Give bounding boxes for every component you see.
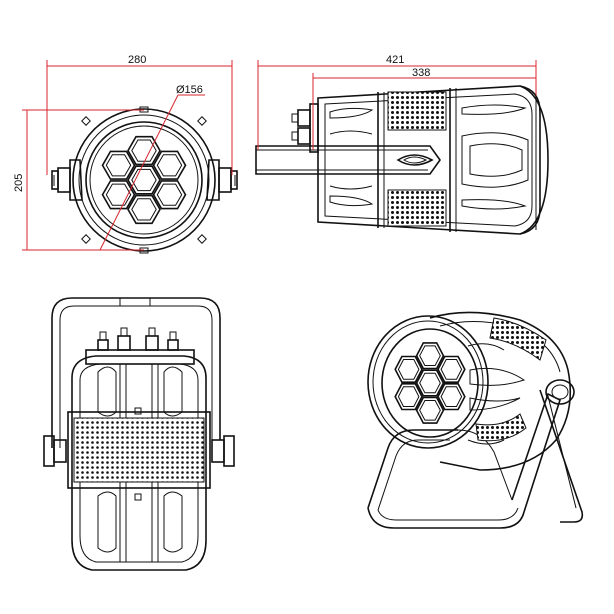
iso-lens-inner-2 [419,400,441,421]
front-lens-inner-2 [131,198,157,221]
front-lens-3 [101,180,136,210]
front-dimensions [22,60,233,251]
height-label: 205 [13,174,25,192]
front-lens-inner-1 [156,183,183,206]
side-dimensions [257,60,537,150]
length-body-label: 338 [412,67,430,79]
iso-lens-0 [415,369,445,397]
front-lens-inner-3 [105,183,132,206]
iso-lens-5 [415,342,445,370]
front-lens-1 [152,180,187,210]
iso-lens-inner-4 [397,359,420,380]
front-lens-6 [152,150,187,180]
front-lens-4 [101,150,136,180]
front-lens-inner-4 [105,154,132,177]
isometric-view [367,311,584,529]
diameter-label: Ø156 [176,84,203,96]
iso-lens-inner-0 [419,372,441,394]
iso-lens-4 [394,355,423,383]
iso-lens-3 [394,383,423,411]
side-view [255,85,549,235]
iso-lens-inner-3 [397,386,420,407]
front-lens-inner-0 [131,168,157,192]
front-lens-5 [127,135,161,166]
front-view [51,106,238,254]
iso-lens-inner-1 [440,386,463,407]
iso-lens-inner-6 [440,359,463,380]
front-lens-inner-5 [131,139,157,162]
width-label: 280 [128,54,146,66]
top-view [43,297,235,571]
length-total-label: 421 [386,54,404,66]
iso-lens-1 [437,383,466,411]
iso-lens-inner-5 [419,345,441,366]
front-lens-0 [127,165,161,195]
iso-lens-2 [415,396,445,424]
iso-lens-6 [437,355,466,383]
front-lens-2 [127,194,161,225]
front-lens-inner-6 [156,154,183,177]
